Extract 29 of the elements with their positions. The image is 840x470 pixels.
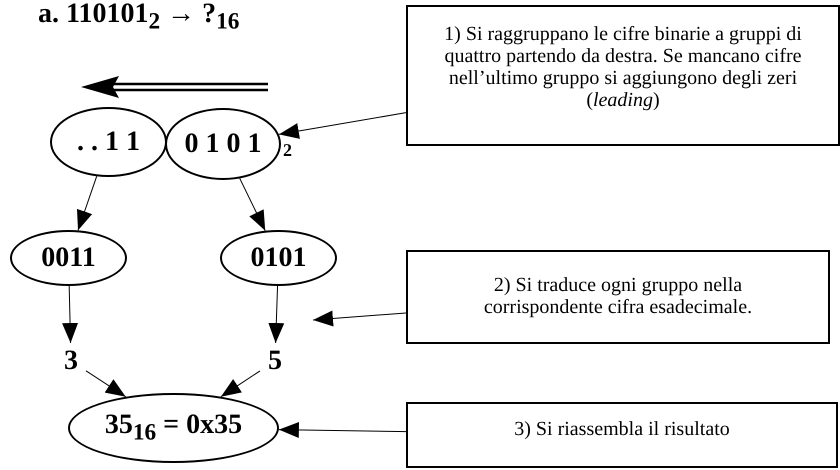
node-label: 0011 xyxy=(41,242,96,274)
hex-digit: 3 xyxy=(64,345,78,377)
binary-group-ellipse xyxy=(165,108,281,180)
base-subscript: 2 xyxy=(283,140,292,161)
node-label: 0 1 0 1 xyxy=(184,128,262,160)
note-box xyxy=(406,250,830,344)
note-text: 1) Si raggruppano le cifre binarie a gruppi di quattro partendo da destra. Se mancano cifre nell’ultimo gruppo si aggiungono degli zeri (leading) xyxy=(443,23,803,111)
hex-digit: 5 xyxy=(268,345,282,377)
arrow xyxy=(278,112,406,139)
nibble-ellipse xyxy=(220,230,337,286)
nibble-ellipse xyxy=(10,230,127,286)
note-text: 2) Si traduce ogni gruppo nella corrispondente cifra esadecimale. xyxy=(482,274,754,318)
arrow xyxy=(86,370,126,398)
result-ellipse xyxy=(68,393,279,463)
note-text: 3) Si riassembla il risultato xyxy=(514,418,730,440)
title: a. 110101$_{2}$ → ?$_{16}$ xyxy=(38,0,240,36)
arrow xyxy=(312,310,406,326)
node-label: 35$_{16}$ = 0x35 xyxy=(104,409,242,447)
arrow xyxy=(220,370,260,398)
arrow xyxy=(268,286,284,344)
binary-group-ellipse xyxy=(50,107,167,177)
arrow xyxy=(278,422,406,438)
arrow xyxy=(76,176,98,231)
note-box xyxy=(406,5,840,146)
arrow xyxy=(239,178,266,232)
node-label: 0101 xyxy=(250,242,306,274)
arrow xyxy=(62,286,78,344)
note-box xyxy=(406,402,838,468)
node-label: . . 1 1 xyxy=(77,126,140,158)
